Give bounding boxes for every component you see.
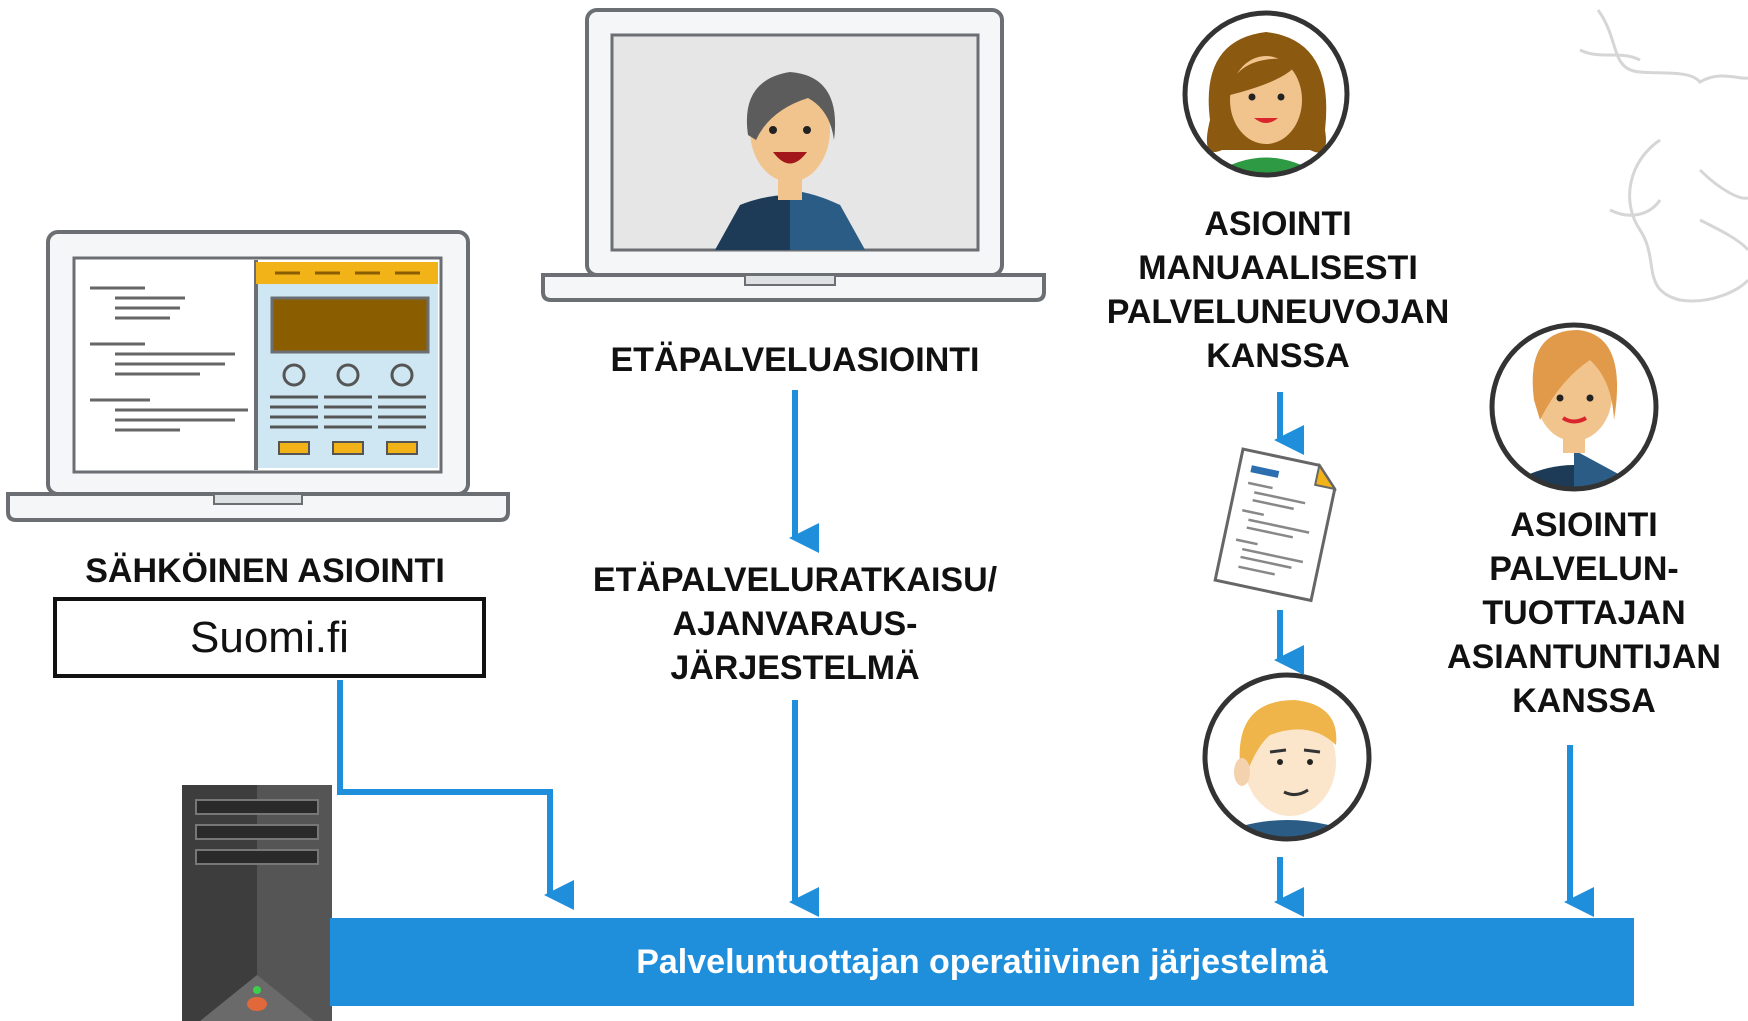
manual-line-4: KANSSA [1206,337,1350,375]
expert-line-3: TUOTTAJAN [1482,594,1686,632]
operative-system-bar: Palveluntuottajan operatiivinen järjeste… [330,918,1634,1006]
suomi-fi-portal[interactable]: Suomi.fi [53,597,486,678]
expert-line-1: ASIOINTI [1510,506,1658,544]
operative-system-label: Palveluntuottajan operatiivinen järjeste… [636,942,1328,981]
expert-line-5: KANSSA [1512,682,1656,720]
expert-woman-avatar [1489,322,1659,492]
manual-line-2: MANUAALISESTI [1138,249,1418,287]
arrow-suomi-to-system [337,680,574,910]
lion-crest-watermark [1579,9,1748,303]
manual-line-1: ASIOINTI [1204,205,1352,243]
server-tower-icon [182,785,332,1021]
remote-system-label: ETÄPALVELURATKAISU/ AJANVARAUS- JÄRJESTE… [560,558,1030,690]
manual-line-3: PALVELUNEUVOJAN [1106,293,1450,331]
advisor-woman-avatar [1182,10,1350,178]
remote-channel-title: ETÄPALVELUASIOINTI [610,341,980,379]
laptop-video-icon [541,8,1046,302]
handler-man-avatar [1202,672,1372,842]
laptop-form-icon [6,230,510,522]
connector-arrows [337,390,1594,917]
remote-system-line-2: AJANVARAUS- [672,605,918,643]
expert-channel-label: ASIOINTI PALVELUN- TUOTTAJAN ASIANTUNTIJ… [1420,503,1748,723]
document-icon [1213,447,1337,603]
expert-line-4: ASIANTUNTIJAN [1447,638,1721,676]
electronic-channel-title: SÄHKÖINEN ASIOINTI [85,552,445,590]
manual-channel-label: ASIOINTI MANUAALISESTI PALVELUNEUVOJAN K… [1078,202,1478,378]
remote-system-line-3: JÄRJESTELMÄ [670,649,920,687]
remote-system-line-1: ETÄPALVELURATKAISU/ [592,561,998,599]
expert-line-2: PALVELUN- [1489,550,1679,588]
